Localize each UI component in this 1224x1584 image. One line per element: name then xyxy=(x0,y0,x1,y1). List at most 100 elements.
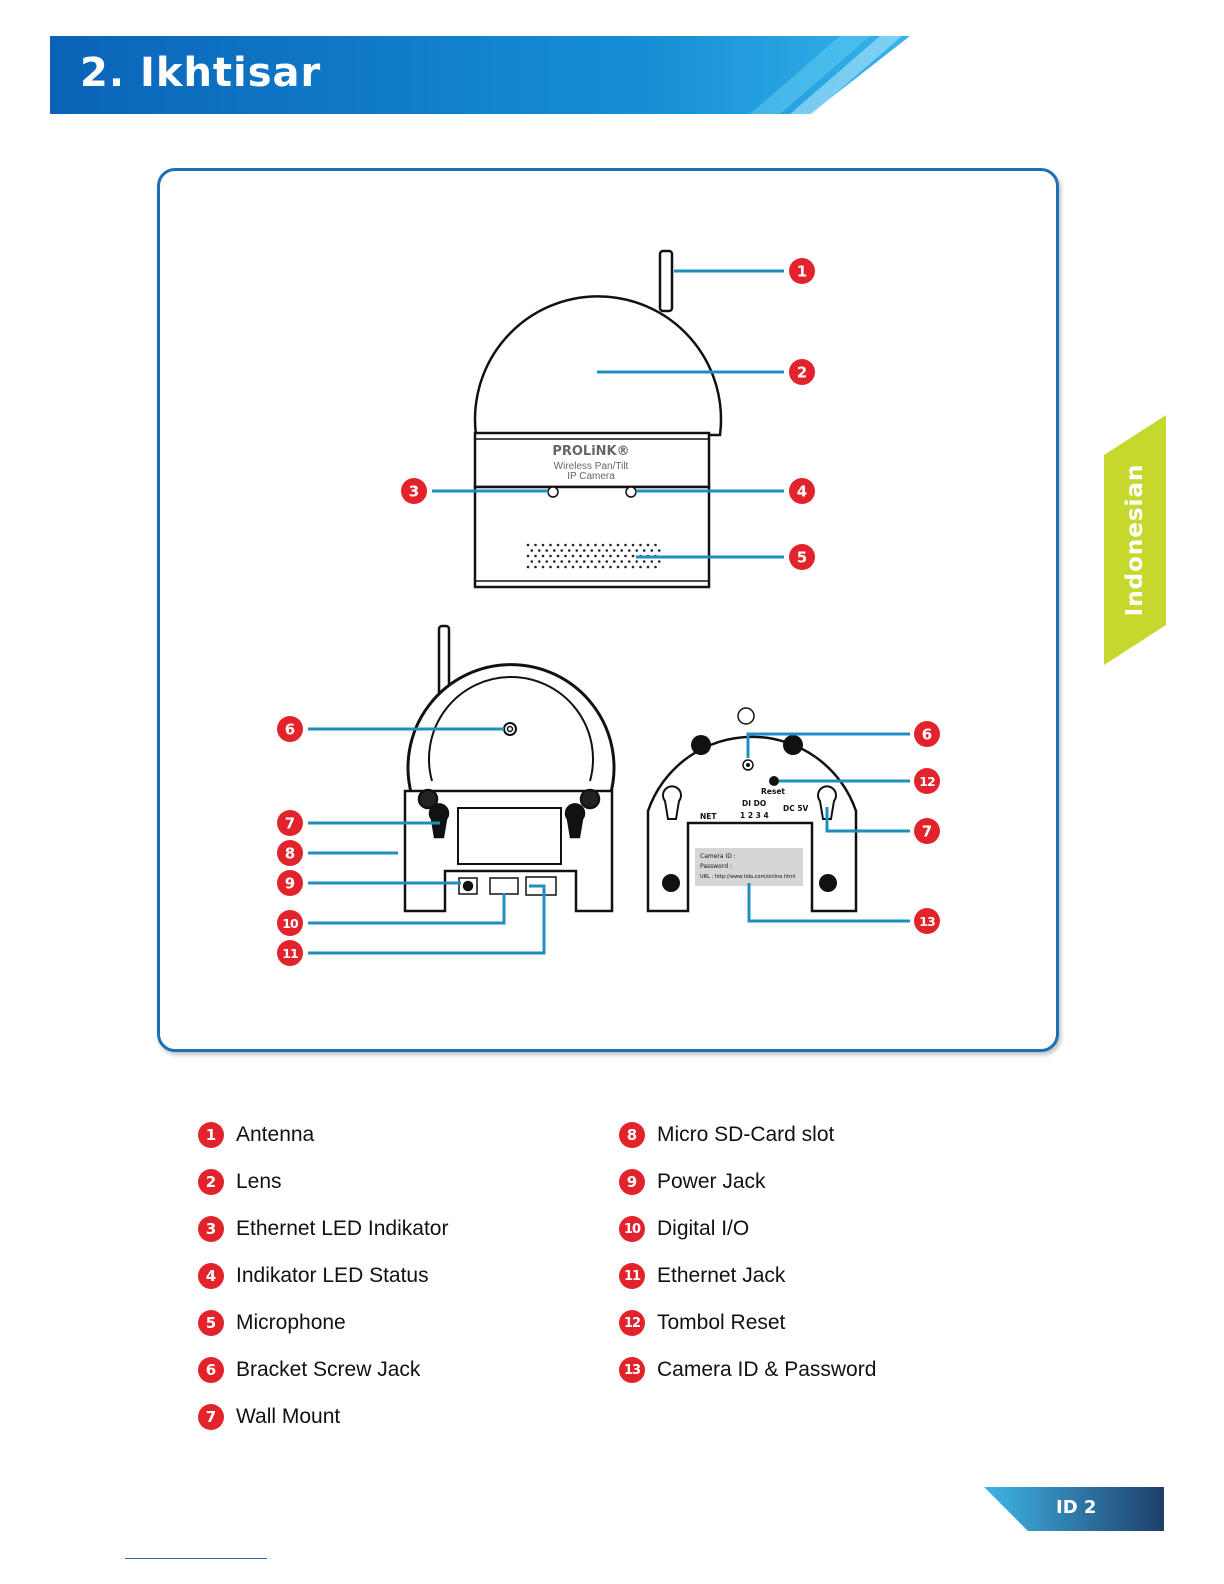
legend-label: Microphone xyxy=(236,1311,346,1334)
svg-text:8: 8 xyxy=(285,845,295,863)
legend-label: Tombol Reset xyxy=(657,1311,786,1334)
password-text: Password : xyxy=(700,863,732,870)
legend-number: 9 xyxy=(619,1169,645,1195)
callout-badge: 2 xyxy=(789,359,815,385)
legend-item: 9 Power Jack xyxy=(619,1167,766,1197)
legend-item: 7 Wall Mount xyxy=(198,1402,340,1432)
legend-label: Digital I/O xyxy=(657,1217,750,1240)
legend-label: Micro SD-Card slot xyxy=(657,1123,835,1146)
antenna-shape xyxy=(658,249,674,313)
callout-badge: 6 xyxy=(277,716,303,742)
front-body-upper xyxy=(473,431,711,489)
microphone-grille xyxy=(526,543,661,569)
svg-text:7: 7 xyxy=(922,823,932,841)
svg-text:5: 5 xyxy=(797,549,807,567)
svg-text:10: 10 xyxy=(282,916,299,931)
legend-number: 2 xyxy=(198,1169,224,1195)
svg-text:6: 6 xyxy=(922,726,932,744)
callout-badge: 4 xyxy=(789,478,815,504)
legend-label: Lens xyxy=(236,1170,282,1193)
legend-label: Wall Mount xyxy=(236,1405,341,1428)
legend-number: 1 xyxy=(198,1122,224,1148)
legend-label: Indikator LED Status xyxy=(236,1264,429,1287)
legend-item: 3 Ethernet LED Indikator xyxy=(198,1214,448,1244)
legend-number: 7 xyxy=(198,1404,224,1430)
callout-badge: 12 xyxy=(914,768,940,794)
lens-dome-shape xyxy=(473,295,723,437)
camera-id-text: Camera ID : xyxy=(700,853,736,860)
legend-label: Ethernet Jack xyxy=(657,1264,786,1287)
camera-diagram: PROLiNK® Wireless Pan/Tilt IP Camera xyxy=(157,168,1059,1052)
legend-label: Antenna xyxy=(236,1123,315,1146)
callout-badge: 13 xyxy=(914,908,940,934)
svg-text:4: 4 xyxy=(797,483,807,501)
svg-text:11: 11 xyxy=(282,946,298,961)
footer-rule xyxy=(125,1558,267,1559)
legend-item: 10 Digital I/O xyxy=(619,1214,749,1244)
product-line-2: IP Camera xyxy=(567,471,615,482)
legend-label: Ethernet LED Indikator xyxy=(236,1217,449,1240)
svg-text:1: 1 xyxy=(797,263,807,281)
legend-item: 12 Tombol Reset xyxy=(619,1308,785,1338)
callout-badge: 7 xyxy=(914,818,940,844)
product-line-1: Wireless Pan/Tilt xyxy=(554,461,629,472)
callout-badge: 1 xyxy=(789,258,815,284)
ethernet-led-shape xyxy=(547,486,559,498)
legend-number: 13 xyxy=(619,1357,645,1383)
header-banner: 2. Ikhtisar xyxy=(50,36,910,114)
svg-text:13: 13 xyxy=(919,914,935,929)
callout-badge: 7 xyxy=(277,810,303,836)
callout-badge: 10 xyxy=(277,910,303,936)
legend-number: 5 xyxy=(198,1310,224,1336)
back-ring-shape xyxy=(406,663,616,797)
legend-number: 6 xyxy=(198,1357,224,1383)
legend-label: Power Jack xyxy=(657,1170,766,1193)
callout-badge: 9 xyxy=(277,870,303,896)
legend-number: 10 xyxy=(619,1216,645,1242)
legend-label: Bracket Screw Jack xyxy=(236,1358,421,1381)
legend-item: 1 Antenna xyxy=(198,1120,314,1150)
dido-pins-text: 1 2 3 4 xyxy=(740,811,769,820)
callout-badges: 1 2 3 4 5 6 7 xyxy=(277,258,940,966)
legend-number: 12 xyxy=(619,1310,645,1336)
callout-lines xyxy=(308,269,910,955)
legend-item: 4 Indikator LED Status xyxy=(198,1261,429,1291)
brand-logo: PROLiNK® xyxy=(552,444,629,459)
svg-text:3: 3 xyxy=(409,483,419,501)
legend-item: 13 Camera ID & Password xyxy=(619,1355,876,1385)
callout-badge: 11 xyxy=(277,940,303,966)
legend-item: 11 Ethernet Jack xyxy=(619,1261,785,1291)
callout-badge: 8 xyxy=(277,840,303,866)
page-title: 2. Ikhtisar xyxy=(80,50,322,96)
net-text: NET xyxy=(700,812,717,821)
page-number-badge: ID 2 xyxy=(984,1487,1164,1531)
legend-item: 2 Lens xyxy=(198,1167,282,1197)
status-led-shape xyxy=(625,486,637,498)
legend-label: Camera ID & Password xyxy=(657,1358,877,1381)
legend-number: 11 xyxy=(619,1263,645,1289)
legend-number: 3 xyxy=(198,1216,224,1242)
legend-item: 6 Bracket Screw Jack xyxy=(198,1355,420,1385)
dc-text: DC 5V xyxy=(783,804,809,813)
camera-id-label-plate xyxy=(695,848,803,886)
reset-text: Reset xyxy=(761,787,785,796)
svg-text:9: 9 xyxy=(285,875,295,893)
language-label: Indonesian xyxy=(1122,463,1148,617)
legend-item: 8 Micro SD-Card slot xyxy=(619,1120,834,1150)
back-sd-window xyxy=(457,807,562,865)
svg-text:6: 6 xyxy=(285,721,295,739)
url-text: URL : http://www.tida.com/online.html xyxy=(700,874,795,880)
page-number: ID 2 xyxy=(1056,1497,1097,1518)
svg-text:12: 12 xyxy=(919,774,935,789)
dido-text: DI DO xyxy=(742,799,766,808)
callout-badge: 6 xyxy=(914,721,940,747)
legend-item: 5 Microphone xyxy=(198,1308,346,1338)
front-body-lower xyxy=(473,485,711,589)
legend-number: 4 xyxy=(198,1263,224,1289)
svg-text:2: 2 xyxy=(797,364,807,382)
callout-badge: 5 xyxy=(789,544,815,570)
legend-number: 8 xyxy=(619,1122,645,1148)
language-tab: Indonesian xyxy=(1104,415,1166,665)
digital-io-shape xyxy=(489,877,519,895)
callout-badge: 3 xyxy=(401,478,427,504)
